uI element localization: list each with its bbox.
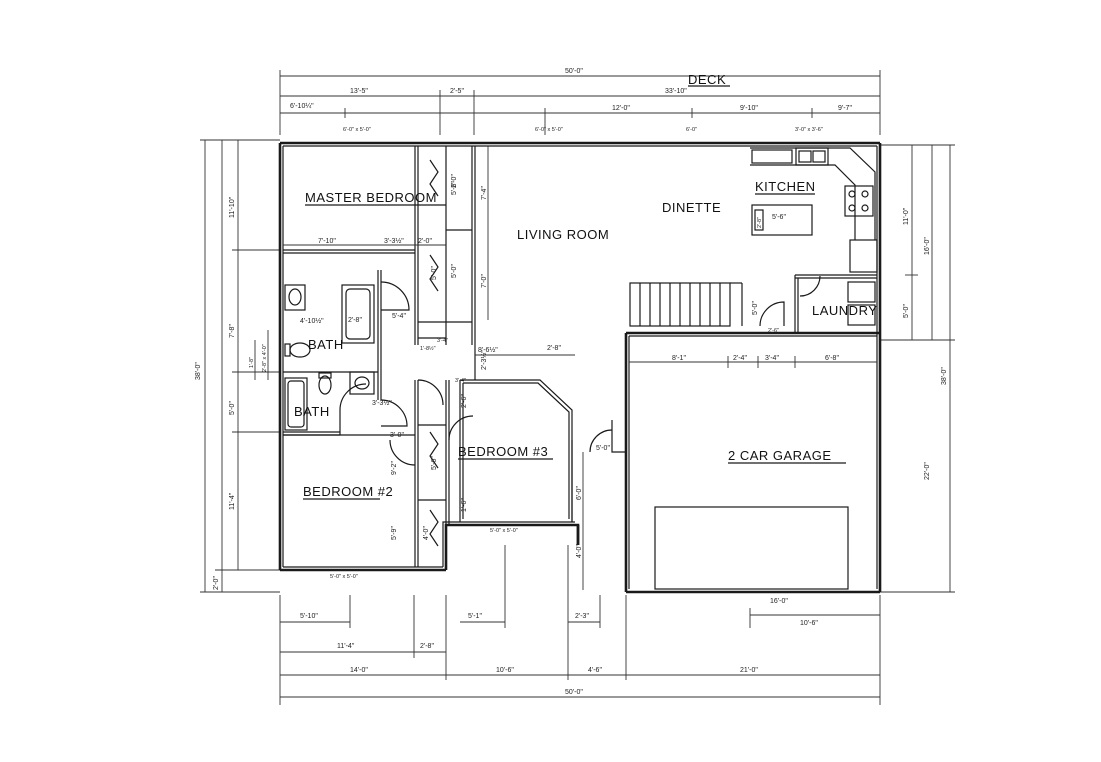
dim-misc-1: 3'-3½" bbox=[372, 399, 392, 407]
dim-bot-win1: 5'-0" x 5'-0" bbox=[330, 574, 358, 580]
interior-walls bbox=[283, 146, 877, 567]
dim-hall-4: 8'-6½" bbox=[478, 346, 498, 354]
dim-garage-1: 8'-1" bbox=[672, 355, 686, 362]
dim-bot-2: 10'-6" bbox=[496, 667, 514, 674]
dim-br2-a: 9'-2" bbox=[391, 461, 398, 475]
dim-misc-2: 3'-4" bbox=[455, 378, 466, 384]
dim-br2-c: 4'-0" bbox=[423, 526, 430, 540]
dim-top-4: 6'-10¼" bbox=[290, 103, 314, 110]
dim-top-win3: 6'-0" bbox=[686, 127, 697, 133]
dim-closet-1: 5'-6" bbox=[451, 181, 458, 195]
dim-left-4: 11'-4" bbox=[229, 492, 236, 510]
dim-bath-3: 5'-4" bbox=[392, 313, 406, 320]
dim-right-1: 11'-0" bbox=[903, 207, 910, 225]
dim-bath-1: 4'-10½" bbox=[300, 317, 324, 325]
left-dimensions: 38'-0" 11'-10" 7'-8" 5'-0" 11'-4" 2'-0" … bbox=[195, 139, 280, 593]
dim-top-win4: 3'-0" x 3'-6" bbox=[795, 127, 823, 133]
dim-mb-width: 7'-10" bbox=[318, 238, 336, 245]
dim-bot-7: 5'-10" bbox=[300, 613, 318, 620]
interior-dimensions: 7'-10" 3'-3½" 2'-0" 7'-4" 7'-0" 5'-6" 5'… bbox=[283, 146, 877, 590]
dim-lr-1: 7'-4" bbox=[481, 186, 488, 200]
dim-right-5: 38'-0" bbox=[941, 367, 948, 385]
stair-treads bbox=[639, 283, 721, 326]
dim-br3-b: 4'-0" bbox=[576, 544, 583, 558]
dim-laundry: 5'-0" bbox=[752, 301, 759, 315]
room-garage: 2 CAR GARAGE bbox=[728, 448, 832, 463]
room-master-bedroom: MASTER BEDROOM bbox=[305, 190, 437, 205]
dim-left-total: 38'-0" bbox=[195, 362, 202, 380]
dim-top-7: 9'-7" bbox=[838, 105, 852, 112]
dim-left-2: 7'-8" bbox=[229, 324, 236, 338]
bottom-dimensions: 5'-10" 11'-4" 2'-8" 14'-0" 10'-6" 4'-6" … bbox=[279, 528, 881, 705]
dim-laundry-2: 2'-6" bbox=[768, 328, 779, 334]
dim-top-total: 50'-0" bbox=[565, 68, 583, 75]
dim-bot-win2: 5'-0" x 5'-0" bbox=[490, 528, 518, 534]
fixtures bbox=[284, 147, 878, 590]
dim-garage-2: 2'-4" bbox=[733, 355, 747, 362]
dim-bot-4: 21'-0" bbox=[740, 667, 758, 674]
dim-bot-5: 11'-4" bbox=[337, 643, 355, 650]
dim-hall-3: 2'-3½" bbox=[480, 350, 488, 370]
room-laundry: LAUNDRY bbox=[812, 303, 877, 318]
room-dinette: DINETTE bbox=[662, 200, 721, 215]
dim-bot-10: 16'-0" bbox=[770, 598, 788, 605]
exterior-walls bbox=[278, 141, 882, 594]
dim-mb-closet2: 2'-0" bbox=[418, 238, 432, 245]
dim-left-win: 2'-8" x 4'-0" bbox=[262, 344, 268, 372]
dim-garage-4: 6'-8" bbox=[825, 355, 839, 362]
dim-hall-5: 2'-8" bbox=[547, 345, 561, 352]
dim-garage-3: 3'-4" bbox=[765, 355, 779, 362]
room-bath-2: BATH bbox=[294, 404, 330, 419]
dim-bot-total: 50'-0" bbox=[565, 689, 583, 696]
top-dimensions: 50'-0" 13'-5" 2'-5" 33'-10" 6'-10¼" 12'-… bbox=[279, 68, 881, 135]
dim-br2-b: 5'-9" bbox=[391, 526, 398, 540]
dim-right-4: 22'-0" bbox=[924, 462, 931, 480]
dim-top-win1: 6'-0" x 5'-0" bbox=[343, 127, 371, 133]
dim-br3-c: 5'-0" bbox=[596, 445, 610, 452]
right-dimensions: 11'-0" 5'-0" 16'-0" 22'-0" 38'-0" bbox=[880, 144, 955, 593]
dim-misc-5: 1'-6" bbox=[461, 498, 468, 512]
room-bath-1: BATH bbox=[308, 337, 344, 352]
dim-misc-4: 5'-6" bbox=[431, 456, 438, 470]
room-living-room: LIVING ROOM bbox=[517, 227, 609, 242]
dim-bot-8: 5'-1" bbox=[468, 613, 482, 620]
doors bbox=[339, 159, 821, 547]
dim-bot-11: 10'-6" bbox=[800, 620, 818, 627]
dim-top-6: 9'-10" bbox=[740, 105, 758, 112]
room-labels: MASTER BEDROOM LIVING ROOM DINETTE KITCH… bbox=[294, 179, 877, 500]
dim-island-2: 2'-8" bbox=[757, 217, 763, 228]
room-bedroom-2: BEDROOM #2 bbox=[303, 484, 393, 499]
dim-right-3: 16'-0" bbox=[924, 237, 931, 255]
dim-br3-a: 6'-0" bbox=[576, 486, 583, 500]
dim-closet-2: 5'-0" bbox=[451, 264, 458, 278]
dim-misc-3: 2'-6" bbox=[461, 394, 468, 408]
dim-top-3: 33'-10" bbox=[665, 88, 687, 95]
dim-top-2: 2'-5" bbox=[450, 88, 464, 95]
dim-top-5: 12'-0" bbox=[612, 105, 630, 112]
dim-bot-9: 2'-3" bbox=[575, 613, 589, 620]
dim-island: 5'-6" bbox=[772, 214, 786, 221]
dim-bot-3: 4'-6" bbox=[588, 667, 602, 674]
dim-left-3: 5'-0" bbox=[229, 401, 236, 415]
dim-hall-1: 1'-8½" bbox=[420, 345, 436, 352]
dim-bot-1: 14'-0" bbox=[350, 667, 368, 674]
dim-mb-closet: 3'-3½" bbox=[384, 237, 404, 245]
dim-bath-2: 2'-8" bbox=[348, 317, 362, 324]
room-bedroom-3: BEDROOM #3 bbox=[458, 444, 548, 459]
dim-hall-2: 3'-4" bbox=[437, 338, 448, 344]
dim-lr-2: 7'-0" bbox=[481, 274, 488, 288]
dim-misc-7: 2'-0" bbox=[451, 174, 458, 188]
dim-misc-6: 5'-0" bbox=[431, 266, 438, 280]
dim-left-5: 2'-0" bbox=[213, 576, 220, 590]
dim-left-1: 11'-10" bbox=[229, 196, 236, 218]
dim-right-2: 5'-0" bbox=[903, 304, 910, 318]
dim-left-6: 1'-8" bbox=[249, 357, 255, 368]
deck-label: DECK bbox=[688, 72, 726, 87]
dim-bot-6: 2'-8" bbox=[420, 643, 434, 650]
room-kitchen: KITCHEN bbox=[755, 179, 816, 194]
dim-misc-8: 3'-0" bbox=[390, 432, 404, 439]
dim-top-1: 13'-5" bbox=[350, 88, 368, 95]
dim-top-win2: 6'-0" x 5'-0" bbox=[535, 127, 563, 133]
